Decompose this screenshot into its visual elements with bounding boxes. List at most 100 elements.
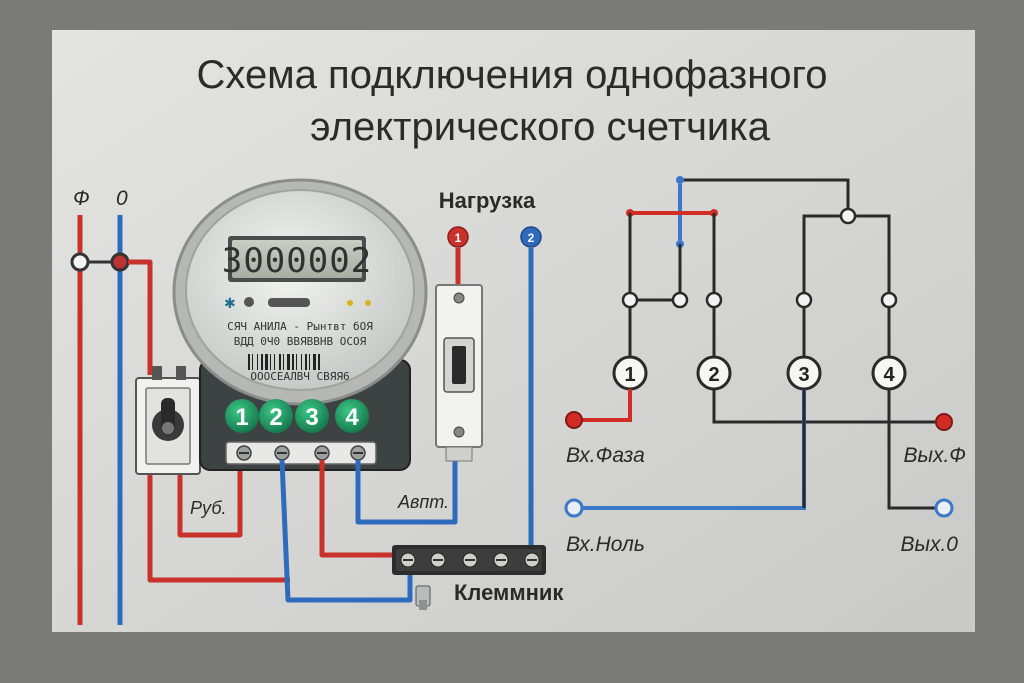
title-line-2: электрического счетчика [310,105,771,149]
barcode-bar [265,354,268,370]
schematic-terminal-number: 2 [708,364,719,386]
wiring-schematic: 1 2 3 4 Вх.Фаза Вх.Ноль Вых.Ф Вых.0 [564,176,967,556]
meter-nameplate-line-2: ВДД 0Ч0 ВВЯВВНВ ОСОЯ [234,335,367,348]
schematic-terminal-number: 4 [883,364,895,386]
schematic-terminal-number: 3 [798,364,809,386]
barcode-bar [313,354,316,370]
title-line-1: Схема подключения однофазного [197,53,828,97]
meter-terminal-button-3[interactable]: 3 [295,399,329,433]
screw-icon [493,552,509,568]
switch-to-meter-wire [177,455,243,538]
meter-indicator-2 [365,300,371,306]
schematic-out-neutral-wire [887,389,942,510]
barcode-bar [274,354,275,370]
screw-icon [350,445,366,461]
meter-led [244,297,254,307]
meter-terminal-button-4[interactable]: 4 [335,399,369,433]
barcode-bar [257,354,258,370]
meter-nameplate-line-1: СЯЧ АНИЛА - Рынтвт бОЯ [227,320,373,333]
barcode-bar [261,354,263,370]
schematic-top-bus [680,178,850,216]
phase-bus-label: Ф [73,187,90,210]
schematic-node [671,291,689,309]
meter-barcode [248,354,320,370]
meter-terminal-button-1[interactable]: 1 [225,399,259,433]
phase-tap-point [70,252,90,272]
neutral-bus-label: 0 [116,187,128,210]
load-terminal-neutral: 2 [520,226,542,248]
load-terminal-neutral-label: 2 [528,231,535,245]
meter-barcode-caption: ОООСЕАЛВЧ СВЯЯ6 [250,370,349,383]
meter-terminal-label: 3 [305,404,318,431]
schematic-node [880,291,898,309]
schematic-out-phase-wire [712,389,942,424]
switch-label: Руб. [190,498,227,518]
breaker-label: Авпт. [397,492,449,512]
schematic-node [621,291,639,309]
star-icon: ✱ [224,296,236,312]
meter-to-breaker-wire [355,455,458,525]
screw-icon [462,552,478,568]
barcode-bar [287,354,290,370]
schematic-node [795,291,813,309]
schematic-terminal-4: 4 [871,355,907,391]
meter-indicator-1 [347,300,353,306]
load-terminal-phase-label: 1 [455,231,462,245]
in-neutral-label: Вх.Ноль [566,533,645,556]
screw-icon [314,445,330,461]
in-phase-terminal [565,411,583,429]
screw-icon [236,445,252,461]
breaker-toggle[interactable] [452,346,466,384]
svg-text:✱: ✱ [224,296,236,312]
meter-terminal-label: 2 [269,404,282,431]
schematic-in-phase-wire [578,389,632,422]
terminal-block-label: Клеммник [454,580,564,605]
barcode-bar [309,354,310,370]
barcode-bar [305,354,307,370]
meter-neutral-to-block-wire [279,459,413,603]
barcode-bar [318,354,320,370]
barcode-bar [252,354,253,370]
barcode-bar [279,354,281,370]
barcode-bar [270,354,271,370]
out-neutral-terminal [934,498,954,518]
schematic-line [802,214,848,292]
barcode-bar [292,354,294,370]
load-label: Нагрузка [439,188,536,213]
in-phase-label: Вх.Фаза [566,444,645,467]
terminal-block[interactable] [392,545,546,575]
load-terminal-phase: 1 [447,226,469,248]
schematic-line [848,214,891,292]
barcode-bar [296,354,297,370]
barcode-bar [248,354,250,370]
meter-phase-to-block-wire [319,460,405,558]
neutral-tap-point [110,252,130,272]
screw-icon [524,552,540,568]
knife-switch[interactable] [135,366,201,475]
switch-to-block-wire [147,470,290,583]
phase-to-switch-wire [128,259,153,375]
schematic-terminal-3: 3 [786,355,822,391]
meter-terminal-label: 4 [345,404,359,431]
barcode-bar [283,354,284,370]
schematic-node [839,207,857,225]
connector-clip-icon [415,585,431,610]
meter-terminal-label: 1 [235,404,248,431]
toggle-lever-icon [152,398,184,441]
schematic-node [705,291,723,309]
screw-icon [430,552,446,568]
circuit-breaker[interactable] [435,284,483,462]
out-phase-terminal [935,413,953,431]
schematic-terminal-1: 1 [612,355,648,391]
electric-meter[interactable]: 3000002 ✱ СЯЧ АНИЛА - Рынтвт бОЯ ВДД 0Ч0… [172,178,428,471]
schematic-terminal-number: 1 [624,364,635,386]
meter-slot [268,298,310,307]
barcode-bar [301,354,302,370]
schematic-node [676,176,684,184]
out-phase-label: Вых.Ф [904,444,967,467]
meter-display-reading: 3000002 [222,241,372,281]
out-neutral-label: Вых.0 [901,533,959,556]
meter-terminal-button-2[interactable]: 2 [259,399,293,433]
screw-icon [400,552,416,568]
